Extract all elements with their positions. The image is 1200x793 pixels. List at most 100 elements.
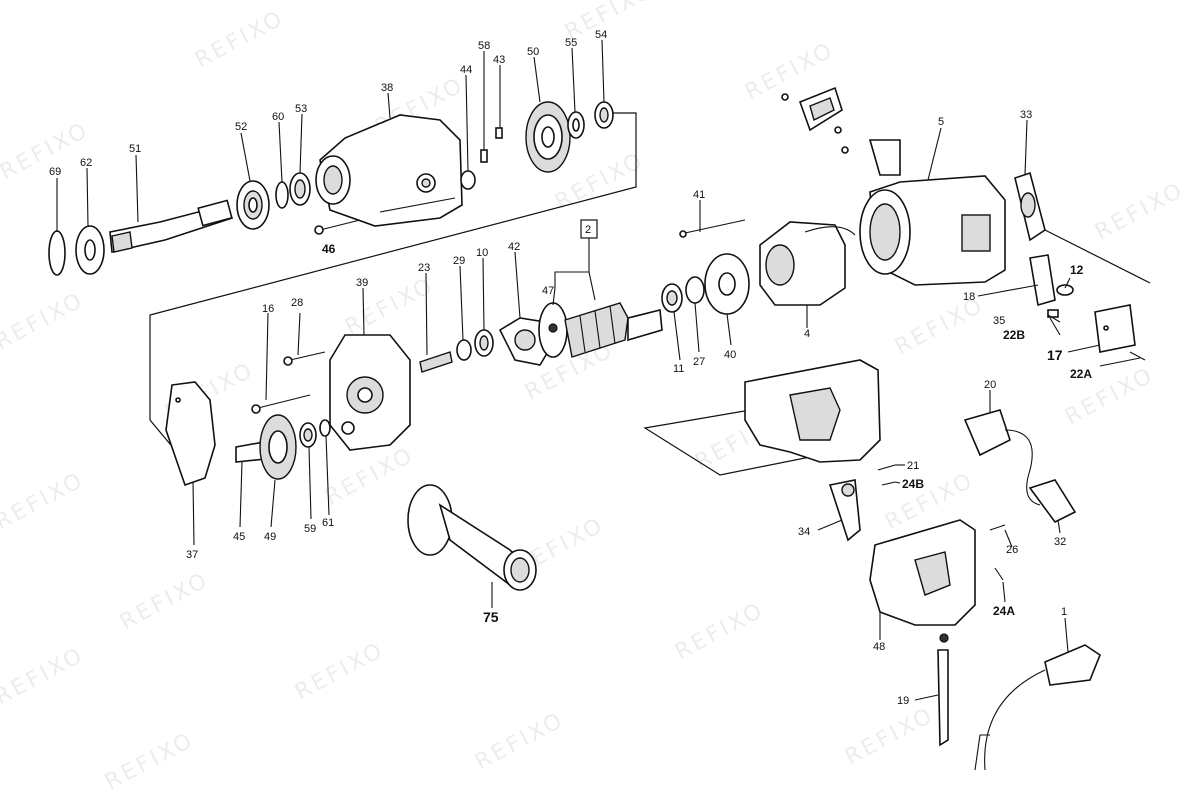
- part-12-capacitor: [1056, 284, 1074, 296]
- leader-lines: [56, 39, 1141, 701]
- part-2-armature: [564, 302, 663, 358]
- part-26-screw: [989, 524, 1006, 531]
- label-16: 16: [262, 303, 274, 315]
- part-60-ring: [275, 181, 289, 209]
- part-21-screw: [877, 464, 896, 471]
- part-28-screw: [283, 351, 326, 366]
- label-40: 40: [724, 349, 736, 361]
- part-40-baffle: [704, 253, 750, 315]
- part-38-gear-housing: [315, 114, 463, 227]
- label-69: 69: [49, 166, 61, 178]
- label-41: 41: [693, 189, 705, 201]
- part-48-handle-half-lower: [869, 519, 976, 626]
- part-34-switch-trigger: [828, 479, 861, 542]
- label-52: 52: [235, 121, 247, 133]
- part-24B-screw: [881, 481, 896, 486]
- label-34: 34: [798, 526, 810, 538]
- label-47: 47: [542, 285, 554, 297]
- watermark: REFIXO: [471, 708, 569, 776]
- part-5-motor-housing: [859, 175, 1006, 286]
- part-22A-screw: [1129, 351, 1146, 361]
- label-11: 11: [673, 363, 684, 375]
- label-61: 61: [322, 517, 334, 529]
- part-16-screw: [251, 394, 311, 414]
- label-43: 43: [493, 54, 505, 66]
- watermark: REFIXO: [1091, 178, 1189, 246]
- part-20-switch: [963, 409, 1041, 506]
- part-44-bushing: [460, 170, 476, 190]
- label-21: 21: [907, 460, 919, 472]
- part-50-gear: [525, 101, 571, 173]
- part-41-screw: [679, 219, 746, 238]
- part-19-sleeve: [937, 633, 949, 747]
- label-58: 58: [478, 40, 490, 52]
- part-53-bearing: [289, 172, 311, 206]
- boxed-label-text: 2: [585, 224, 591, 236]
- label-20: 20: [984, 379, 996, 391]
- watermark: REFIXO: [291, 638, 389, 706]
- part-54-bearing: [594, 101, 614, 129]
- label-10: 10: [476, 247, 488, 259]
- part-43-key: [495, 127, 503, 139]
- label-28: 28: [291, 297, 303, 309]
- part-39-intermediate-flange: [329, 334, 411, 451]
- label-39: 39: [356, 277, 368, 289]
- label-37: 37: [186, 549, 198, 561]
- label-54: 54: [595, 29, 607, 41]
- watermark: REFIXO: [0, 643, 89, 711]
- label-19: 19: [897, 695, 909, 707]
- part-32-cable-sleeve: [1028, 479, 1077, 524]
- watermark: REFIXO: [841, 703, 939, 771]
- watermark: REFIXO: [101, 728, 199, 793]
- part-55-washer: [567, 111, 585, 139]
- label-49: 49: [264, 531, 276, 543]
- watermark: REFIXO: [321, 443, 419, 511]
- part-75-side-handle: [407, 484, 537, 591]
- handle-half-upper: [744, 359, 881, 463]
- part-52-bearing: [236, 180, 270, 230]
- part-11-bearing: [661, 283, 683, 313]
- part-18-bracket: [1029, 254, 1056, 307]
- label-59: 59: [304, 523, 316, 535]
- part-labels: 69 62 51 52 60 53 38 44 58 43 50 55 54 4…: [49, 29, 1092, 707]
- label-55: 55: [565, 37, 577, 49]
- part-29-washer: [456, 339, 472, 361]
- label-53: 53: [295, 103, 307, 115]
- label-22A: 22A: [1070, 367, 1092, 381]
- label-24A: 24A: [993, 604, 1015, 618]
- watermark: REFIXO: [191, 6, 289, 74]
- part-4-field: [759, 221, 856, 306]
- part-47-fan: [538, 302, 568, 358]
- part-27-ring: [685, 276, 705, 304]
- label-62: 62: [80, 157, 92, 169]
- label-24B: 24B: [902, 477, 924, 491]
- label-46: 46: [322, 242, 336, 256]
- label-42: 42: [508, 241, 520, 253]
- part-23-brush-pin: [419, 351, 453, 373]
- label-51: 51: [129, 143, 141, 155]
- part-35-clip: [1047, 309, 1059, 318]
- label-26: 26: [1006, 544, 1018, 556]
- watermark: REFIXO: [0, 118, 94, 186]
- part-49-gear: [259, 414, 297, 480]
- part-59-bearing: [299, 422, 317, 448]
- part-58-pin: [480, 149, 488, 163]
- label-60: 60: [272, 111, 284, 123]
- part-62-washer: [75, 225, 105, 275]
- label-48: 48: [873, 641, 885, 653]
- part-1-power-cord: [974, 644, 1101, 771]
- label-22B: 22B: [1003, 328, 1025, 342]
- label-12: 12: [1070, 263, 1084, 277]
- part-69-retaining-ring: [48, 230, 66, 276]
- label-32: 32: [1054, 536, 1066, 548]
- label-35: 35: [993, 315, 1005, 327]
- label-50: 50: [527, 46, 539, 58]
- watermark: REFIXO: [0, 468, 89, 536]
- label-27: 27: [693, 356, 705, 368]
- part-10-bearing: [474, 329, 494, 357]
- watermark: REFIXO: [0, 288, 89, 356]
- label-29: 29: [453, 255, 465, 267]
- label-5: 5: [938, 116, 944, 128]
- part-17-cover: [1094, 304, 1136, 353]
